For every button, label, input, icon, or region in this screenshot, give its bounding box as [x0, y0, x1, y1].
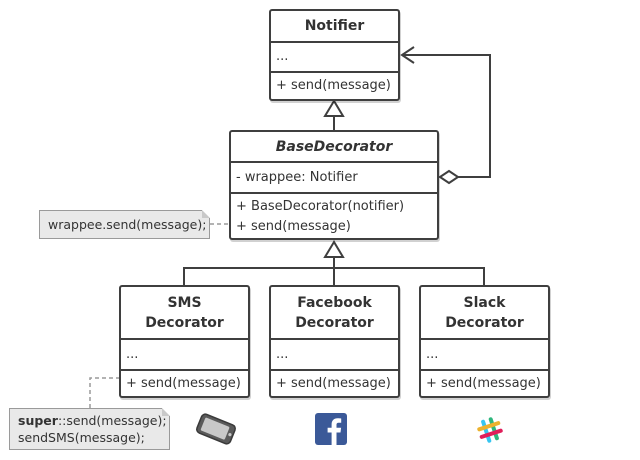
aggregation-diamond — [438, 169, 460, 185]
note-sms-line1-rest: ::send(message); — [57, 413, 167, 428]
slack-decorator-class[interactable]: Slack Decorator ... + send(message) — [419, 285, 550, 398]
slack-decorator-fields: ... — [421, 338, 548, 369]
base-decorator-method-send: + send(message) — [236, 219, 351, 234]
inheritance-arrowhead-notifier — [323, 99, 345, 117]
note-sms-line2: sendSMS(message); — [18, 430, 145, 445]
note-base-decorator: wrappee.send(message); — [39, 210, 210, 239]
slack-decorator-method-send: + send(message) — [426, 376, 541, 391]
base-decorator-class-name: BaseDecorator — [275, 138, 393, 155]
facebook-decorator-methods: + send(message) — [271, 369, 398, 396]
facebook-decorator-method-send: + send(message) — [276, 376, 391, 391]
base-decorator-field-wrappee: - wrappee: Notifier — [236, 170, 358, 185]
facebook-decorator-class-name: Facebook Decorator — [295, 294, 374, 331]
note-sms-keyword: super — [18, 413, 58, 428]
slack-decorator-class-name: Slack Decorator — [445, 294, 524, 331]
notifier-class-name: Notifier — [304, 18, 365, 34]
base-decorator-method-ctor: + BaseDecorator(notifier) — [236, 199, 405, 214]
sms-decorator-method-send: + send(message) — [126, 376, 241, 391]
inheritance-arrowhead-base — [323, 240, 345, 258]
sms-decorator-class[interactable]: SMS Decorator ... + send(message) — [119, 285, 250, 398]
note-sms-connector — [89, 377, 121, 408]
note-sms-decorator: super::send(message); sendSMS(message); — [9, 408, 170, 450]
slack-decorator-methods: + send(message) — [421, 369, 548, 396]
sms-decorator-fields-text: ... — [126, 347, 139, 362]
facebook-decorator-fields-text: ... — [276, 347, 289, 362]
base-decorator-methods: + BaseDecorator(notifier) + send(message… — [231, 192, 437, 238]
sms-decorator-class-name: SMS Decorator — [145, 294, 224, 331]
aggregation-line — [402, 54, 491, 178]
notifier-class[interactable]: Notifier ... + send(message) — [269, 9, 400, 101]
phone-icon — [196, 413, 236, 445]
notifier-fields: ... — [271, 41, 398, 71]
facebook-icon — [315, 413, 347, 445]
slack-decorator-fields-text: ... — [426, 347, 439, 362]
sms-decorator-methods: + send(message) — [121, 369, 248, 396]
note-sms-line1: super::send(message); — [18, 412, 167, 429]
facebook-decorator-fields: ... — [271, 338, 398, 369]
notifier-methods: + send(message) — [271, 71, 398, 99]
facebook-decorator-class[interactable]: Facebook Decorator ... + send(message) — [269, 285, 400, 398]
note-base-decorator-text: wrappee.send(message); — [48, 217, 207, 232]
notifier-method-send: + send(message) — [276, 78, 391, 93]
notifier-fields-text: ... — [276, 49, 289, 64]
base-decorator-fields: - wrappee: Notifier — [231, 161, 437, 192]
base-decorator-class[interactable]: BaseDecorator - wrappee: Notifier + Base… — [229, 130, 439, 240]
sms-decorator-fields: ... — [121, 338, 248, 369]
slack-icon — [477, 417, 503, 443]
aggregation-arrowhead — [400, 46, 415, 64]
